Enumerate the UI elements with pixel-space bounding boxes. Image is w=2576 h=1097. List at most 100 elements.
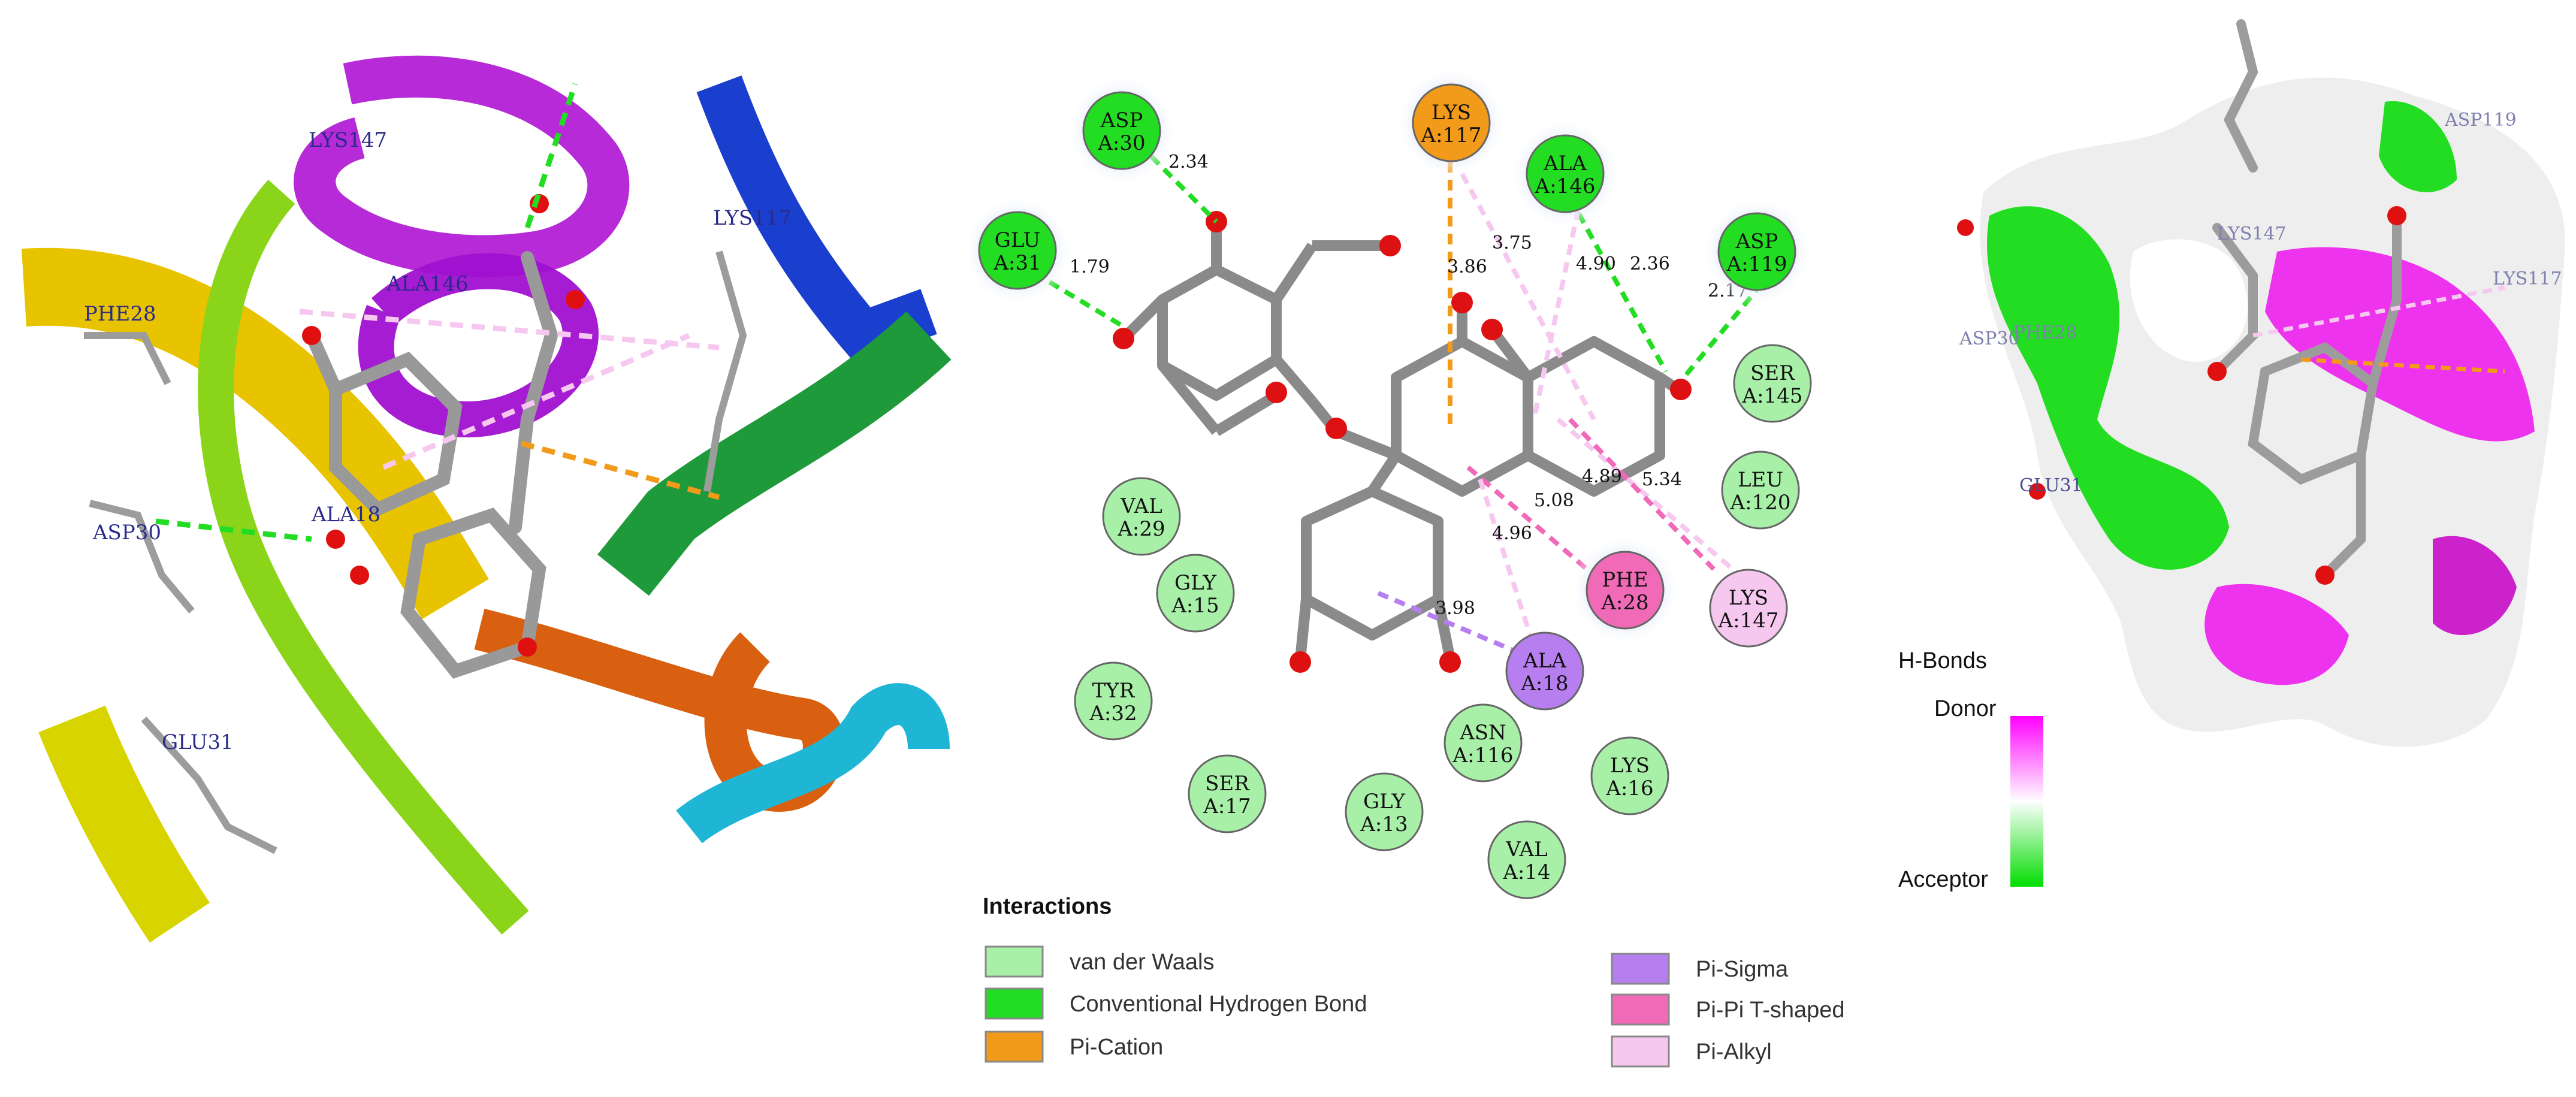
residue-circle [1412, 83, 1491, 162]
legend-label: Pi-Cation [1070, 1035, 1163, 1060]
ligand-structure [1122, 228, 1681, 660]
residue-circle [1586, 551, 1665, 630]
residue-number: A:116 [1452, 744, 1514, 767]
residue-circle [1717, 212, 1796, 291]
residue-circle [978, 211, 1057, 290]
residue-number: A:13 [1360, 812, 1408, 836]
residue-circle [1487, 820, 1566, 899]
residue-circle [1102, 477, 1181, 556]
residue-name: SER [1750, 361, 1795, 385]
distance-label: 5.34 [1642, 469, 1682, 490]
residue-circle [1443, 703, 1523, 782]
distance-label: 2.34 [1168, 152, 1209, 173]
residue-name: GLY [1174, 571, 1217, 595]
distance-label: 5.08 [1534, 490, 1574, 511]
left-label-asp30: ASP30 [92, 521, 161, 545]
residue-circle [1345, 772, 1424, 851]
residue-number: A:145 [1742, 384, 1803, 408]
residue-number: A:31 [993, 251, 1041, 275]
right-label-lys147: LYS147 [2217, 223, 2287, 244]
legend-swatch [985, 1030, 1044, 1063]
legend-label: Conventional Hydrogen Bond [1070, 992, 1367, 1017]
legend-swatch [985, 987, 1044, 1020]
residue-number: A:30 [1097, 131, 1145, 155]
residue-name: LEU [1738, 468, 1783, 492]
residue-nodes: ASPA:30LYSA:117ALAA:146ASPA:119GLUA:31SE… [962, 68, 1812, 899]
left-label-ala18: ALA18 [311, 503, 380, 527]
residue-number: A:18 [1520, 672, 1568, 696]
hbond-scale-title: H-Bonds [1898, 648, 1987, 673]
left-label-glu31: GLU31 [162, 730, 234, 754]
legend-item: Pi-Pi T-shaped [1611, 993, 1845, 1026]
distance-label: 3.98 [1435, 598, 1475, 619]
distance-label: 1.79 [1070, 256, 1110, 277]
interaction-diagram-panel: 2.34 1.79 3.75 3.86 4.90 2.36 2.17 5.08 … [962, 68, 1812, 899]
legend-item: Pi-Cation [985, 1030, 1163, 1063]
residue-circle [1526, 134, 1605, 213]
distance-label: 3.75 [1492, 232, 1532, 253]
left-label-ala146: ALA146 [386, 272, 469, 296]
residue-name: SER [1205, 772, 1250, 796]
left-label-phe28: PHE28 [84, 302, 156, 326]
left-label-lys117: LYS117 [713, 206, 792, 230]
distance-label: 3.86 [1447, 256, 1487, 277]
residue-name: PHE [1602, 568, 1648, 592]
right-label-asp119: ASP119 [2444, 110, 2517, 131]
residue-name: ASP [1100, 108, 1143, 132]
residue-number: A:15 [1171, 594, 1219, 618]
hbond-scale-donor-label: Donor [1934, 696, 1997, 721]
ribbon-view-panel: LYS147 LYS117 ALA146 PHE28 ALA18 ASP30 G… [21, 36, 952, 943]
residue-name: ALA [1543, 152, 1587, 176]
legend-swatch [985, 945, 1044, 978]
oxygen-atoms [1113, 211, 1692, 673]
residue-name: LYS [1610, 754, 1650, 778]
residue-name: LYS [1432, 101, 1471, 125]
hbond-scale-acceptor-label: Acceptor [1898, 867, 1988, 892]
residue-circle [1188, 754, 1267, 833]
residue-number: A:17 [1203, 794, 1251, 818]
hbond-scale: H-Bonds Donor Acceptor [1898, 648, 2043, 892]
legend-label: van der Waals [1070, 950, 1214, 975]
hbond-scale-bar [2010, 716, 2043, 887]
residue-number: A:147 [1718, 609, 1779, 633]
residue-circle [1733, 344, 1812, 423]
residue-circle [1709, 569, 1788, 648]
legend-label: Pi-Alkyl [1696, 1039, 1772, 1065]
residue-name: GLU [995, 228, 1041, 252]
residue-number: A:29 [1117, 517, 1165, 541]
legend-item: van der Waals [985, 945, 1214, 978]
distance-label: 4.90 [1576, 253, 1616, 274]
residue-number: A:119 [1726, 252, 1787, 276]
legend-label: Pi-Pi T-shaped [1696, 998, 1845, 1023]
residue-circle [1721, 451, 1800, 530]
distance-label: 4.89 [1582, 466, 1622, 487]
residue-number: A:117 [1421, 123, 1482, 147]
distance-label: 2.36 [1630, 253, 1670, 274]
residue-name: LYS [1729, 586, 1768, 610]
legend-item: Conventional Hydrogen Bond [985, 987, 1367, 1020]
interaction-lines [1017, 142, 1776, 661]
residue-name: ASP [1735, 229, 1778, 253]
legend-swatch [1611, 953, 1670, 985]
left-label-lys147: LYS147 [309, 128, 387, 152]
distance-label: 4.96 [1492, 523, 1532, 544]
legend-swatch [1611, 993, 1670, 1026]
residue-number: A:16 [1605, 776, 1653, 800]
